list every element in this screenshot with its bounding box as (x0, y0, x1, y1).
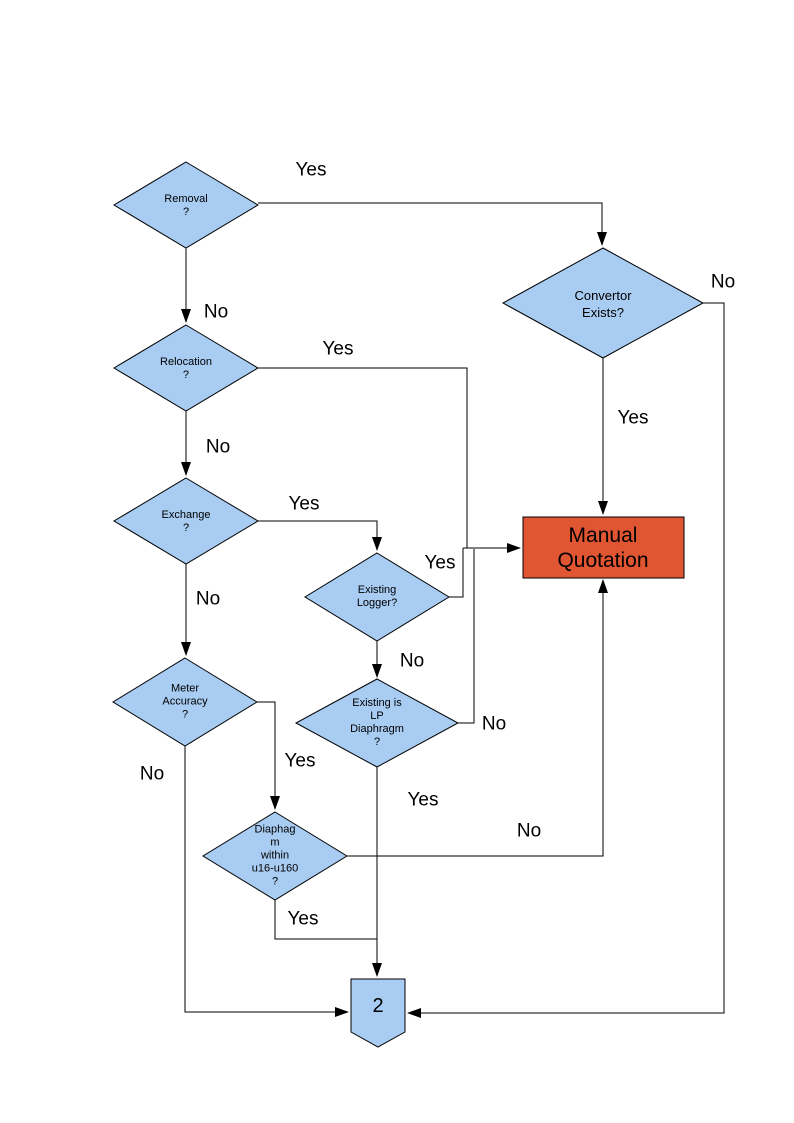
edge-label-relocation-no: No (205, 436, 231, 458)
manual-quotation-label: Manual Quotation (557, 524, 649, 572)
edge-label-exchange-no: No (195, 588, 221, 610)
relocation-label: Relocation ? (160, 356, 212, 381)
edge-exchange-yes-arrow (258, 520, 382, 551)
edge-label-logger-yes: Yes (424, 552, 456, 574)
edge-relocation-yes-line (258, 367, 468, 548)
diaphragm-within-diamond (202, 811, 348, 901)
edge-label-lp-yes: Yes (407, 789, 439, 811)
edge-label-removal-yes: Yes (295, 159, 327, 181)
edge-label-logger-no: No (399, 650, 425, 672)
existing-logger-diamond (304, 552, 450, 642)
edge-label-convertor-yes: Yes (617, 407, 649, 429)
edge-convertor-no-arrow (407, 302, 725, 1018)
manual-quotation-box (522, 516, 685, 579)
convertor-exists-label: Convertor Exists? (574, 288, 632, 320)
meter-accuracy-diamond (112, 657, 258, 747)
edge-lp-no-line (458, 549, 475, 724)
edge-diaphragm-yes-line (274, 900, 377, 940)
existing-logger-label: Existing Logger? (356, 584, 398, 609)
edge-label-meter-no: No (139, 763, 165, 785)
offpage-connector-label: 2 (372, 995, 384, 1017)
edge-label-exchange-yes: Yes (288, 493, 320, 515)
edge-logger-yes-line (449, 548, 464, 598)
relocation-diamond (113, 324, 259, 412)
convertor-exists-diamond (501, 247, 705, 359)
edge-label-diaphragm-yes: Yes (287, 908, 319, 930)
exchange-label: Exchange ? (161, 509, 211, 534)
existing-lp-diaphragm-label: Existing is LP Diaphragm ? (350, 697, 404, 748)
existing-lp-diaphragm-diamond (294, 678, 460, 768)
diaphragm-within-label: Diaphag m within u16-u160 ? (251, 823, 299, 888)
edge-label-lp-no: No (481, 713, 507, 735)
edge-removal-yes-arrow (258, 202, 607, 246)
edge-meter-no-arrow (184, 746, 349, 1017)
removal-label: Removal ? (164, 193, 208, 218)
edge-label-removal-no: No (203, 301, 229, 323)
edge-label-convertor-no: No (710, 271, 736, 293)
edge-diaphragm-no-arrow (347, 579, 608, 857)
edge-meter-yes-arrow (257, 701, 280, 810)
edge-label-relocation-yes: Yes (322, 338, 354, 360)
exchange-diamond (113, 477, 259, 565)
edge-label-diaphragm-no: No (516, 820, 542, 842)
edge-label-meter-yes: Yes (284, 750, 316, 772)
offpage-connector-shape (350, 978, 406, 1048)
meter-accuracy-label: Meter Accuracy ? (162, 682, 208, 721)
removal-diamond (113, 161, 259, 249)
